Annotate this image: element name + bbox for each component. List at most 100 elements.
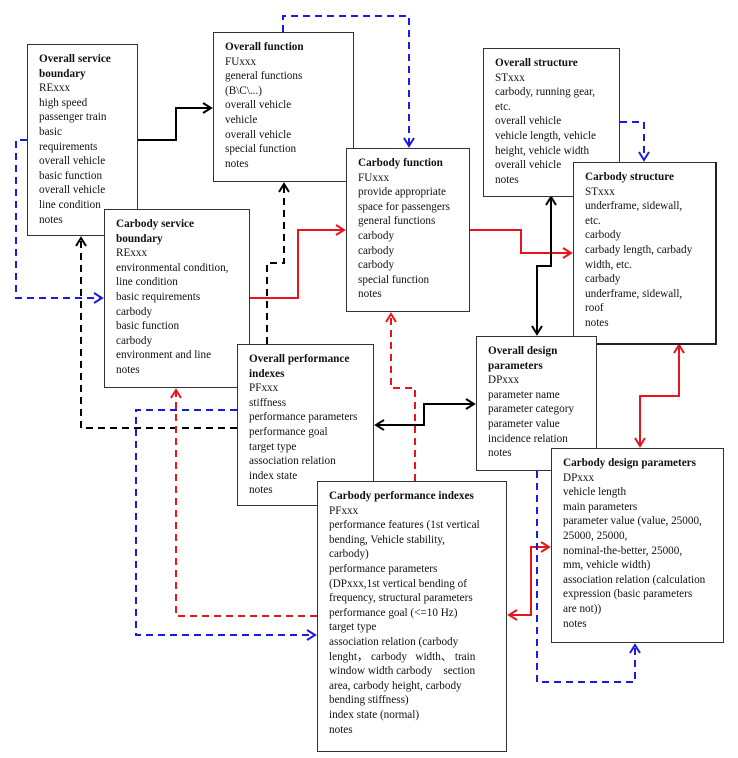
box-line: FUxxx	[358, 171, 390, 184]
connector-performance-to-function	[266, 182, 290, 344]
box-line: overall vehicle	[39, 155, 106, 168]
box-line: window width carbody section	[329, 665, 476, 678]
arrowhead-start	[374, 419, 385, 431]
connector-carbody-service-to-carbody-function	[250, 224, 346, 299]
connector-line	[509, 546, 549, 616]
box-line: etc.	[495, 100, 511, 113]
connector-line	[266, 184, 285, 344]
box-line: overall vehicle	[495, 115, 562, 128]
box-line: frequency, structural parameters	[329, 592, 473, 605]
arrowhead-end	[634, 437, 646, 448]
box-title: Overall design parameters	[488, 345, 558, 372]
arrowhead-end	[75, 236, 87, 247]
box-line: provide appropriate	[358, 186, 446, 199]
arrowhead-end	[93, 292, 104, 304]
connector-design-params-to-carbody-design	[536, 471, 641, 683]
connector-line	[536, 471, 636, 683]
arrowhead-end	[629, 643, 641, 654]
box-line: notes	[488, 447, 512, 460]
arrowhead-end	[638, 151, 650, 162]
box-line: environment and line	[116, 349, 212, 362]
connector-line	[175, 390, 317, 617]
box-line: carbody	[358, 244, 395, 257]
connector-carbody-perf-to-carbody-service	[170, 388, 317, 617]
box-line: bending stiffness)	[329, 694, 409, 707]
box-line: line condition	[39, 198, 101, 211]
box-line: carbody	[585, 229, 622, 242]
box-line: overall vehicle	[225, 99, 292, 112]
box-line: index state	[249, 469, 298, 482]
box-line: performance parameters	[329, 562, 438, 575]
box-line: nominal-the-better, 25000,	[563, 544, 683, 557]
box-title: Overall structure	[495, 57, 578, 69]
box-line: width, etc.	[585, 258, 632, 271]
box-line: carbady	[585, 273, 621, 286]
box-line: general functions	[225, 70, 303, 83]
box-line: carbody	[116, 334, 153, 347]
connector-line	[376, 403, 474, 426]
box-line: carbody	[358, 229, 395, 242]
connector-carbody-function-to-carbody-structure	[470, 229, 573, 259]
arrowhead-end	[278, 182, 290, 193]
box-line: notes	[563, 617, 587, 630]
box-line: target type	[329, 621, 377, 634]
box-title: Carbody design parameters	[563, 457, 696, 469]
box-line: notes	[225, 157, 249, 170]
box-line: are not))	[563, 602, 602, 615]
box-line: overall vehicle	[495, 159, 562, 172]
connector-line	[135, 409, 315, 636]
box-line: overall vehicle	[39, 184, 106, 197]
box-line: basic	[39, 125, 62, 138]
box-line: STxxx	[495, 71, 525, 84]
arrowhead-end	[531, 325, 543, 336]
box-line: requirements	[39, 140, 98, 153]
box-line: association relation (calculation	[563, 573, 706, 586]
arrowhead-end	[335, 224, 346, 236]
box-line: underframe, sidewall,	[585, 287, 683, 300]
connector-carbody-design-perf	[507, 541, 551, 621]
box-line: stiffness	[249, 396, 287, 409]
arrowhead-end	[385, 312, 397, 323]
box-line: carbody	[116, 305, 153, 318]
box-line: vehicle	[225, 113, 258, 126]
connector-service-to-function	[138, 102, 213, 141]
box-line: notes	[495, 173, 519, 186]
arrowhead-end	[403, 137, 415, 148]
box-line: notes	[329, 723, 353, 736]
box-title: Overall service boundary	[39, 53, 111, 80]
box-line: overall vehicle	[225, 128, 292, 141]
box-title: Carbody function	[358, 157, 443, 169]
box-line: passenger train	[39, 111, 107, 124]
connector-line	[620, 121, 645, 160]
box-line: STxxx	[585, 185, 615, 198]
arrowhead-end	[170, 388, 182, 399]
box-line: notes	[116, 363, 140, 376]
connector-line	[390, 314, 416, 481]
box-line: general functions	[358, 215, 436, 228]
box-line: etc.	[585, 214, 601, 227]
connector-performance-design-params	[374, 398, 476, 431]
arrowhead-start	[545, 195, 557, 206]
box-line: vehicle length, vehicle	[495, 129, 596, 142]
connector-performance-to-service	[75, 236, 237, 429]
box-line: parameter value	[488, 417, 560, 430]
box-line: incidence relation	[488, 432, 568, 445]
box-line: association relation	[249, 455, 336, 468]
box-line: high speed	[39, 96, 88, 109]
box-line: environmental condition,	[116, 261, 229, 274]
box-line: 25000, 25000,	[563, 529, 628, 542]
box-line: parameter name	[488, 388, 560, 401]
box-line: performance goal	[249, 425, 328, 438]
box-line: vehicle length	[563, 486, 627, 499]
connector-carbody-structure-design-params	[634, 343, 685, 448]
connector-line	[15, 139, 102, 299]
box-line: parameter value (value, 25000,	[563, 515, 702, 528]
box-line: notes	[585, 316, 609, 329]
box-line: carbody	[358, 259, 395, 272]
